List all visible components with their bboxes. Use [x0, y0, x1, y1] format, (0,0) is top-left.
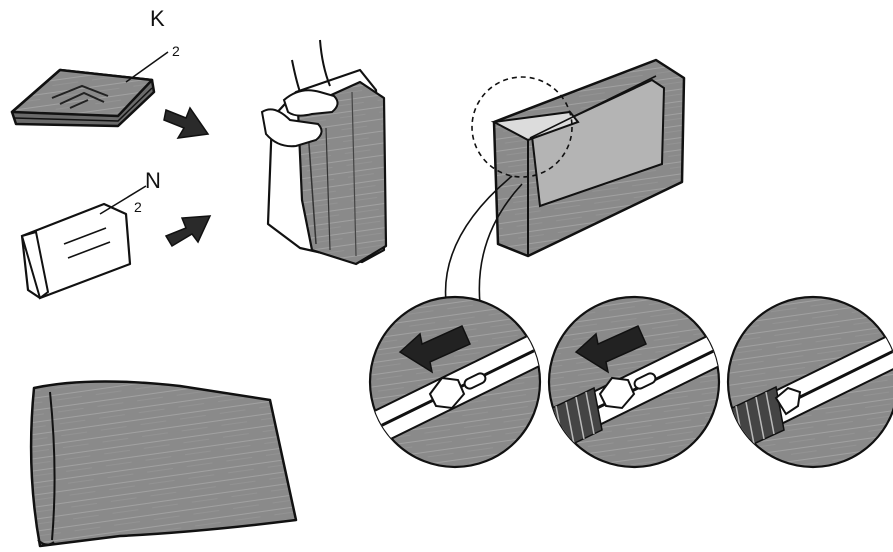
pad-sublabel: 2 — [172, 43, 180, 59]
pillow — [22, 204, 130, 298]
arrow-icon — [164, 108, 208, 138]
arrow-icon — [166, 216, 210, 246]
bag-insertion-scene — [262, 40, 386, 264]
storage-bag — [472, 60, 684, 256]
pad-leader-line — [126, 52, 168, 82]
folded-pad — [12, 70, 154, 126]
pad-label: K — [150, 6, 165, 31]
zipper-closeup-1 — [360, 297, 560, 467]
zipper-closeup-2 — [540, 297, 740, 467]
hand-icon — [284, 90, 338, 115]
pillow-sublabel: 2 — [134, 199, 142, 215]
packed-bag — [31, 381, 296, 546]
pillow-label: N — [145, 168, 161, 193]
arm-line — [320, 40, 330, 86]
zipper-closeup-3 — [720, 297, 893, 467]
arm-line — [292, 60, 300, 92]
